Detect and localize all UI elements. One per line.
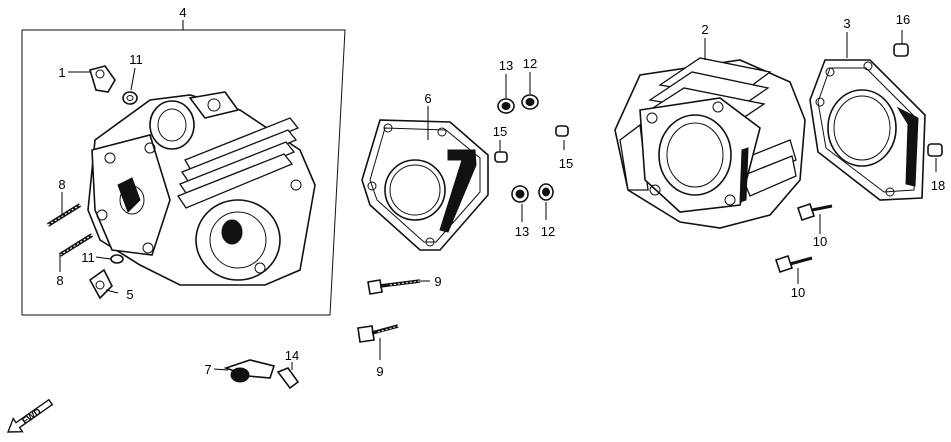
part-9-bolt-upper: 9 [367,274,442,295]
label-2: 2 [701,22,708,37]
label-10-lower: 10 [791,285,805,300]
part-15-dowel-left: 15 [493,124,508,163]
part-9-bolt-lower: 9 [357,324,399,379]
part-11-washer-top [122,67,138,105]
label-8-upper: 8 [58,177,65,192]
part-10-bolt-upper: 10 [796,202,833,249]
part-6-head-gasket: 6 [361,91,489,251]
label-6: 6 [424,91,431,106]
label-11-top: 11 [129,52,143,67]
part-3-base-gasket: 3 [809,16,926,201]
part-14-bolt: 14 [276,348,299,390]
label-14: 14 [285,348,299,363]
label-12-upper: 12 [523,56,537,71]
part-16-dowel: 16 [893,12,910,57]
part-15-dowel-right: 15 [555,125,573,171]
part-7-bracket: 7 [204,359,276,383]
label-1: 1 [58,65,65,80]
part-12-seal-lower: 12 [538,183,555,239]
label-15-right: 15 [559,156,573,171]
label-11-lower: 11 [81,250,95,265]
part-12-seal-upper: 12 [521,56,539,110]
label-13-upper: 13 [499,58,513,73]
cylinder-head-group: 4 1 11 8 8 11 5 [21,5,346,316]
cylinder-head [87,91,316,286]
label-10-upper: 10 [813,234,827,249]
label-13-lower: 13 [515,224,529,239]
part-13-seal-lower: 13 [511,185,529,239]
label-7: 7 [204,362,211,377]
label-8-lower: 8 [56,273,63,288]
label-12-lower: 12 [541,224,555,239]
label-4: 4 [179,5,186,20]
part-1-fitting [68,65,116,93]
label-3: 3 [843,16,850,31]
label-9-upper: 9 [434,274,441,289]
part-13-seal-upper: 13 [497,58,515,114]
part-11-washer-lower [95,254,124,264]
part-8-studs [46,192,94,272]
label-5: 5 [126,287,133,302]
cylinder-head-frame [21,29,346,316]
part-18-dowel: 18 [927,143,945,193]
part-2-cylinder: 2 [614,22,806,229]
label-9-lower: 9 [376,364,383,379]
fwd-arrow-icon: FWD [6,398,54,433]
label-15-left: 15 [493,124,507,139]
part-5-fitting [88,268,119,300]
part-10-bolt-lower: 10 [774,254,813,300]
label-16: 16 [896,12,910,27]
label-18: 18 [931,178,945,193]
